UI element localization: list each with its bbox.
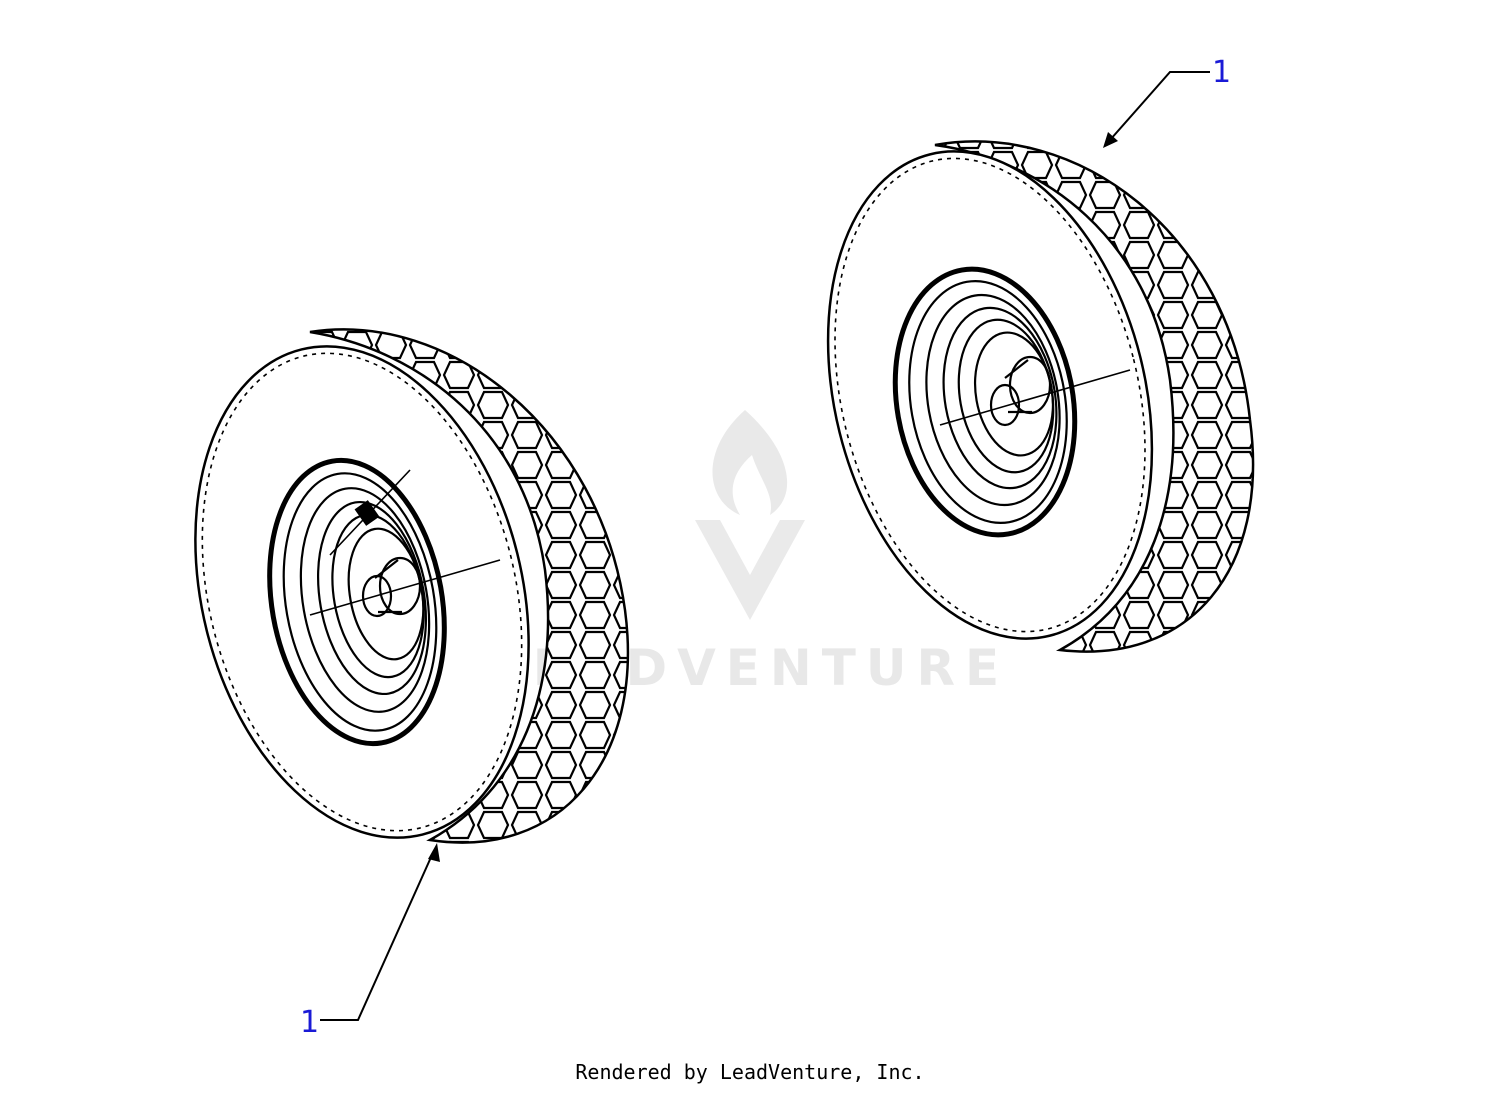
callout-right-wheel: 1: [1103, 55, 1231, 148]
right-hub: [989, 355, 1052, 427]
callout-arrowhead-icon: [428, 843, 440, 862]
right-tire-sidewall: [826, 150, 1154, 640]
v-logo-icon: [695, 520, 805, 620]
callout-arrowhead-icon: [1103, 132, 1118, 148]
left-hub: [361, 556, 422, 618]
callout-label: 1: [300, 1005, 319, 1040]
callout-leader-line: [1109, 71, 1210, 141]
callout-left-wheel: 1: [300, 843, 440, 1040]
footer-credit: Rendered by LeadVenture, Inc.: [575, 1060, 925, 1084]
left-tire-sidewall: [194, 345, 530, 839]
left-rim: [267, 457, 447, 747]
callout-leader-line: [320, 854, 433, 1021]
flame-logo-icon: [712, 410, 788, 515]
callout-label: 1: [1212, 55, 1231, 90]
left-wheel: [194, 328, 630, 844]
right-wheel: [826, 140, 1255, 653]
